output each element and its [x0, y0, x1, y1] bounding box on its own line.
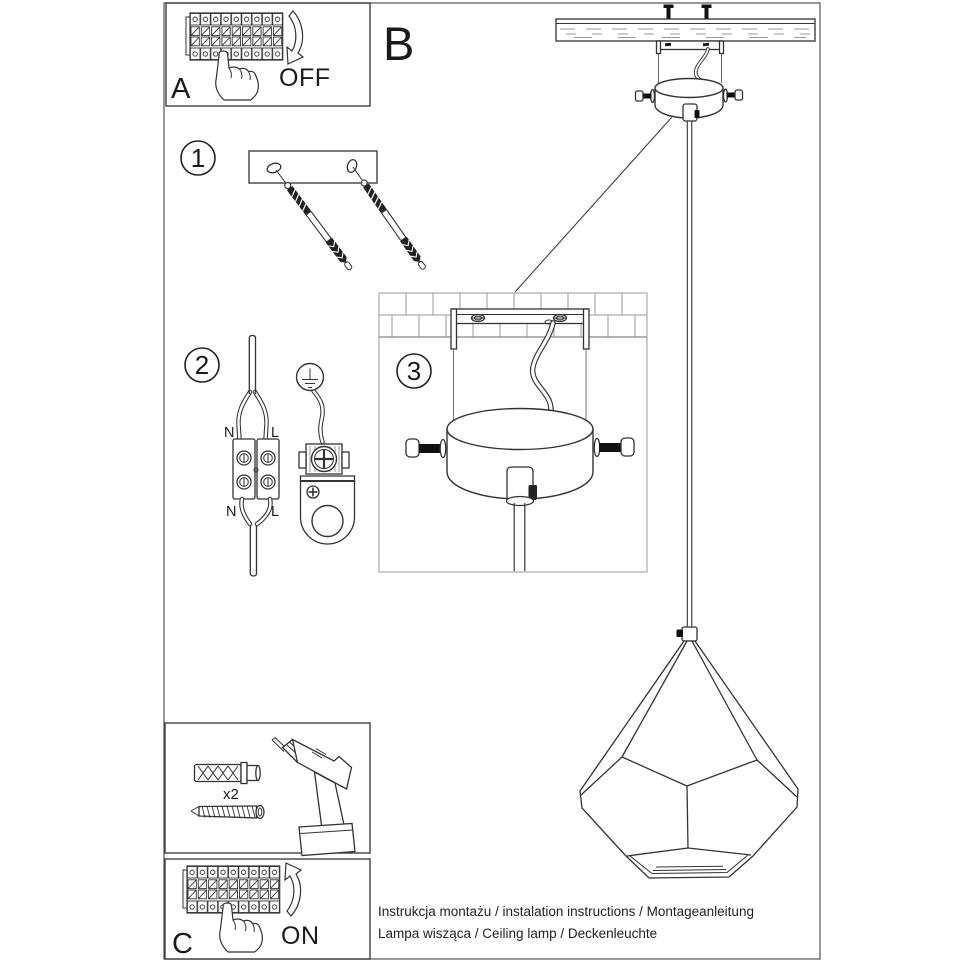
wall-plug-icon [193, 761, 261, 785]
step3-inset [378, 292, 648, 573]
shade-rim [629, 854, 749, 875]
caption-line-2: Lampa wisząca / Ceiling lamp / Deckenleu… [378, 926, 657, 941]
ground-symbol-icon [295, 362, 325, 392]
panel-b-label: B [383, 17, 414, 70]
drill-icon [271, 737, 356, 857]
canopy [634, 77, 744, 122]
label-n-top: N [224, 425, 234, 441]
lamp-cable [249, 526, 258, 577]
page-border [163, 2, 821, 960]
off-label: OFF [279, 64, 331, 92]
side-screw-left [634, 90, 644, 102]
panel-c-box [164, 858, 371, 960]
ground-clamp-icon [298, 443, 356, 545]
panel-a-label: A [171, 73, 191, 105]
shade-facets [580, 640, 798, 857]
step3-number: 3 [407, 356, 421, 386]
label-l-bottom: L [271, 504, 279, 520]
on-label: ON [281, 922, 320, 950]
terminal-block-icon [232, 438, 280, 500]
step1-badge [180, 140, 216, 176]
hardware-kit [190, 737, 356, 857]
panel-a-box [165, 2, 371, 107]
ceiling-beam [555, 4, 816, 42]
main-bracket [655, 40, 725, 83]
main-assembly [514, 4, 816, 628]
bracket-hole-right [346, 159, 358, 173]
arrow-up-icon [284, 862, 302, 917]
hardware-box [164, 722, 371, 854]
arrow-down-icon [286, 10, 304, 65]
detail-leader-line [514, 116, 673, 293]
bracket-hole-left [266, 162, 282, 174]
inset-screw-left [405, 438, 420, 458]
panel-c-label: C [172, 928, 193, 960]
circuit-breaker-icon [185, 12, 284, 61]
step1-number: 1 [191, 143, 205, 173]
supply-cable [248, 334, 257, 394]
inset-canopy [405, 407, 635, 571]
inset-screw-right [620, 437, 635, 457]
shade-silhouette [579, 640, 799, 879]
screw-icon [190, 804, 265, 820]
step2-number: 2 [195, 350, 209, 380]
drill-battery [298, 822, 356, 857]
cord-grip [681, 626, 698, 642]
side-screw-right [734, 89, 744, 101]
label-n-bottom: N [226, 504, 236, 520]
lamp-shade [579, 626, 799, 879]
pendant-cord [686, 121, 693, 628]
step2-illustration [184, 334, 356, 577]
mounting-bracket [248, 150, 378, 184]
inset-bracket [450, 308, 590, 423]
anchor-quantity: x2 [223, 786, 239, 803]
step1-illustration [180, 140, 429, 273]
step2-badge [184, 347, 220, 383]
caption-line-1: Instrukcja montażu / instalation instruc… [378, 904, 754, 919]
step3-badge [396, 353, 432, 389]
label-l-top: L [271, 425, 279, 441]
